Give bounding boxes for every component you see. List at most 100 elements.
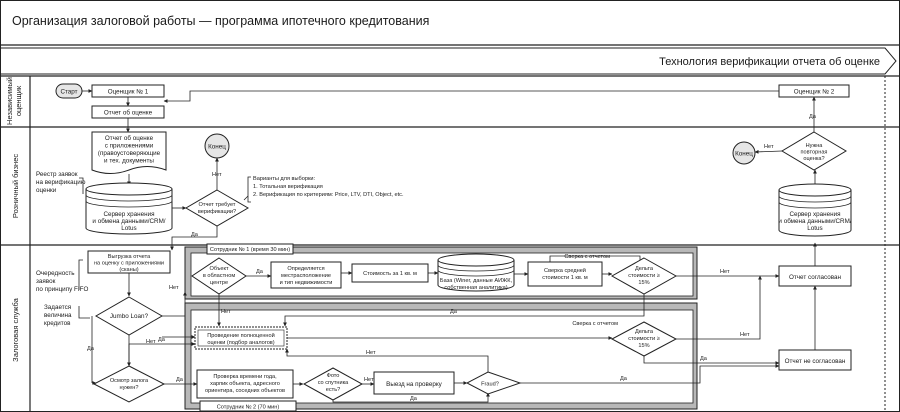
checks-box [196, 369, 294, 399]
report-docs-line2: с приложениями [105, 143, 154, 150]
employee2-label: Сотрудник № 2 (70 мин) [217, 405, 280, 411]
label-yes-fraud: Да [620, 376, 628, 382]
label-yes-jumbo: Да [87, 346, 95, 352]
options-line2: 1. Тотальная верификация [253, 184, 323, 190]
label-yes-repeat: Да [809, 114, 817, 120]
options-line3: 2. Верификация по критериям: Price, LTV,… [253, 192, 404, 198]
full-eval-line2: оценки (подбор аналогов) [207, 340, 274, 346]
lane-label-appraiser-2: оценщик [14, 85, 23, 116]
report-docs-node [91, 131, 167, 174]
label-no-satellite: Нет [364, 377, 374, 383]
registry-line2: на верификацию [36, 179, 86, 186]
page-title: Организация залоговой работы — программа… [12, 14, 429, 28]
label-no-end1: Нет [212, 172, 222, 178]
label-yes-delta2: Да [700, 356, 708, 362]
location-box [270, 261, 342, 289]
needs-verif-line1: Отчет требует [199, 202, 236, 208]
fraud-label: Fraud? [481, 382, 499, 388]
label-yes-inspection: Да [176, 377, 184, 383]
subtitle-band [0, 47, 897, 75]
not-agreed-label: Отчет не согласован [785, 358, 846, 365]
lane-label-collateral: Залоговая служба [11, 297, 20, 361]
appraiser1-label: Оценщик № 1 [108, 89, 149, 96]
checks-line1: Проверка времени года, [213, 374, 277, 380]
employee2-label-box [199, 400, 297, 412]
queue-line2: заявок [36, 278, 56, 285]
delta1-line3: 15% [638, 280, 649, 286]
queue-line1: Очередность [36, 270, 75, 277]
location-line1: Определяется [287, 266, 324, 272]
lane-label-retail: Розничный бизнес [11, 154, 20, 218]
employee1-label-box [206, 243, 294, 255]
report1-label: Отчет об оценке [104, 109, 153, 117]
server1-line3: Lotus [121, 225, 136, 232]
jumbo-note-line2: величина [44, 312, 72, 319]
server1-line1: Сервер хранения [103, 211, 154, 218]
appraiser2-label: Оценщик № 2 [794, 89, 835, 96]
options-line1: Варианты для выборки: [253, 176, 316, 182]
database-line2: собственная аналитика) [444, 285, 507, 291]
delta1-line2: стоимости ≥ [628, 273, 660, 279]
need-repeat-line2: повторная [801, 150, 828, 156]
needs-verif-line2: верификации? [198, 209, 236, 215]
avg-cost-line1: Сверка средней [544, 267, 586, 274]
jumbo-note-line3: кредитов [44, 320, 71, 327]
label-no-delta1: Нет [720, 269, 730, 275]
end2-label: Конец [735, 151, 753, 158]
full-eval-line1: Проведение полноценной [207, 332, 275, 339]
delta2-line2: стоимости ≥ [628, 336, 660, 342]
upload-line1: Выгрузка отчета [108, 254, 151, 260]
label-yes-verif: Да [191, 232, 199, 238]
label-no-regional: Нет [221, 309, 231, 315]
regional-line3: центре [210, 280, 228, 286]
report-docs-line4: и тех. документы [104, 158, 154, 165]
satellite-line2: со спутника [318, 380, 349, 386]
report-docs-line1: Отчет об оценке [105, 134, 154, 142]
checks-line3: ориентира, соседних объектов [205, 388, 285, 394]
avg-cost-line2: стоимости 1 кв. м [542, 275, 588, 281]
jumbo-label: Jumbo Loan? [110, 313, 149, 320]
label-no-inspection: Нет [146, 339, 156, 345]
cost-m2-label: Стоимость за 1 кв. м [363, 271, 417, 277]
label-no-fraud: Нет [366, 350, 376, 356]
lane-label-appraiser-1: Независимый [5, 77, 14, 125]
report-docs-line3: (правоустоверяющие [98, 150, 161, 157]
needs-verif-diamond [185, 189, 249, 227]
agreed-label: Отчет согласован [789, 274, 842, 281]
end1-label: Конец [208, 144, 226, 151]
need-repeat-line1: Нужна [806, 143, 824, 149]
fraud-diamond [465, 371, 522, 395]
upload-line2: на оценку с приложениями [94, 261, 164, 267]
label-no-jumbo: Нет [169, 285, 179, 291]
check-report2-label: Сверка с отчетом [572, 321, 618, 327]
regional-line2: в областном [203, 273, 236, 279]
subtitle: Технология верификации отчета об оценке [659, 56, 880, 68]
check-report1-label: Сверка с отчетом [564, 254, 610, 260]
start-label: Старт [60, 89, 77, 96]
inspection-line2: нужен? [119, 385, 138, 391]
need-repeat-line3: оценка? [803, 156, 824, 162]
registry-line1: Реестр заявок [36, 171, 78, 178]
label-no-delta2: Нет [740, 332, 750, 338]
delta1-line1: Дельта [635, 266, 654, 272]
registry-line3: оценки [36, 187, 57, 194]
server2-line1: Сервер хранения [789, 211, 840, 218]
checks-line2: харпик объекта, адресного [210, 381, 280, 387]
upload-line3: (сканы) [119, 267, 138, 273]
delta2-line3: 15% [638, 343, 649, 349]
label-yes-regional: Да [256, 269, 264, 275]
inspection-diamond [92, 365, 166, 403]
employee1-label: Сотрудник № 1 (время 30 мин) [210, 247, 290, 253]
server2-line2: и обмена данными/CRM/ [778, 217, 851, 225]
label-no-repeat: Нет [764, 144, 774, 150]
location-line2: местрасположение [281, 273, 331, 279]
satellite-line1: Фото [327, 373, 340, 379]
satellite-line3: есть? [326, 387, 341, 393]
server2-line3: Lotus [807, 225, 822, 232]
jumbo-note-line1: Задается [44, 304, 71, 311]
visit-label: Выезд на проверку [386, 381, 443, 388]
label-yes-satellite: Да [410, 396, 418, 402]
location-line3: и тип недвижимости [280, 280, 333, 286]
label-yes-delta1: Да [450, 309, 458, 315]
